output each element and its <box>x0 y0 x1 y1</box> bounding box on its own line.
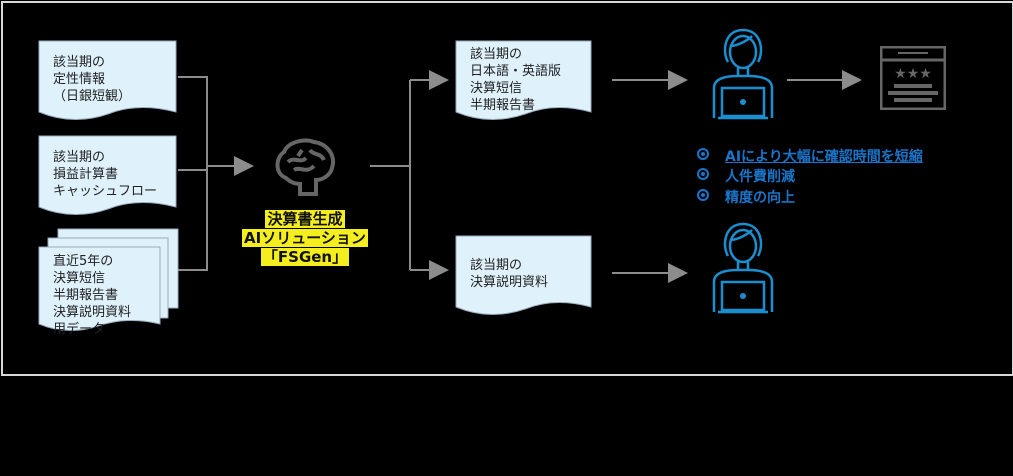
output-doc-presentation: 該当期の 決算説明資料 <box>455 235 593 317</box>
rating-review-icon: ★★★ <box>880 46 946 110</box>
merge-line <box>178 76 208 271</box>
person-laptop-icon <box>712 28 774 120</box>
output-doc-reports: 該当期の 日本語・英語版 決算短信 半期報告書 <box>455 40 593 122</box>
benefit-item: 精度の向上 <box>697 187 795 207</box>
person-laptop-icon <box>712 222 774 314</box>
benefit-item: AIにより大幅に確認時間を短縮 <box>697 146 923 166</box>
bullet-icon <box>697 148 709 160</box>
svg-text:★★★: ★★★ <box>894 66 932 82</box>
solution-label: 決算書生成 AIソリューション 「FSGen」 <box>242 210 368 266</box>
input-doc-qualitative: 該当期の 定性情報 （日銀短観） <box>38 40 178 122</box>
bullet-icon <box>697 189 709 201</box>
input-doc-stack-history: 直近5年の 決算短信 半期報告書 決算説明資料 用データ <box>38 228 180 337</box>
brain-icon <box>275 138 335 196</box>
input-doc-financials: 該当期の 損益計算書 キャッシュフロー <box>38 135 178 217</box>
bullet-icon <box>697 168 709 180</box>
benefit-item: 人件費削減 <box>697 166 795 186</box>
